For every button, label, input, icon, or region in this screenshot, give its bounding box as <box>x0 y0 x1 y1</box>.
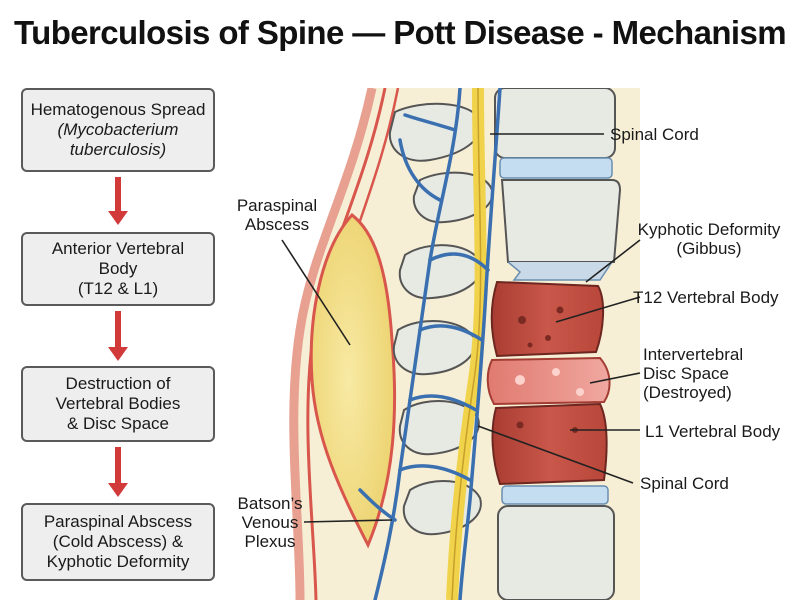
paraspinal-abscess-shape <box>309 212 397 549</box>
flow-step-hematogenous-spread: Hematogenous Spread (Mycobacterium tuber… <box>21 88 215 172</box>
flow-step-line: Destruction of <box>65 374 171 393</box>
flow-step-line: (Mycobacterium <box>57 120 179 139</box>
t12-vertebral-body <box>490 280 605 358</box>
flow-step-line: Paraspinal Abscess <box>43 512 193 531</box>
flow-step-line: (T12 & L1) <box>77 279 159 298</box>
destroyed-disc <box>486 356 611 406</box>
leader-line <box>585 239 641 283</box>
label-line: (Destroyed) <box>643 383 732 402</box>
label-l1-vertebral-body: L1 Vertebral Body <box>645 422 781 441</box>
flow-step-destruction: Destruction of Vertebral Bodies & Disc S… <box>21 366 215 442</box>
label-batsons-plexus: Batson’s Venous Plexus <box>230 494 310 551</box>
label-line: Batson’s <box>237 494 303 513</box>
label-t12-vertebral-body: T12 Vertebral Body <box>633 288 779 307</box>
label-line: Venous <box>241 513 299 532</box>
leader-line <box>555 296 641 323</box>
label-line: Kyphotic Deformity <box>637 220 781 239</box>
vertebral-body <box>500 179 622 263</box>
label-line: Intervertebral <box>643 345 744 364</box>
leader-line <box>589 372 641 384</box>
leader-line <box>281 239 351 346</box>
page-title: Tuberculosis of Spine — Pott Disease - M… <box>14 14 787 51</box>
flow-arrow-down <box>108 447 128 499</box>
flow-step-line: Kyphotic Deformity <box>46 552 190 571</box>
label-kyphotic-deformity: Kyphotic Deformity (Gibbus) <box>626 220 792 258</box>
flow-arrow-down <box>108 311 128 363</box>
intervertebral-disc <box>499 157 613 179</box>
vertebral-body <box>497 505 615 600</box>
label-line: Abscess <box>244 215 310 234</box>
label-line: Disc Space <box>643 364 729 383</box>
flow-step-line: Body <box>98 259 138 278</box>
label-line: Paraspinal <box>236 196 318 215</box>
label-spinal-cord-top: Spinal Cord <box>610 125 699 144</box>
l1-vertebral-body <box>491 402 608 486</box>
leader-line <box>303 519 393 523</box>
flow-step-line: Hematogenous Spread <box>30 100 206 119</box>
label-intervertebral-disc: Intervertebral Disc Space (Destroyed) <box>643 345 743 402</box>
flow-step-line: Anterior Vertebral <box>51 239 185 258</box>
batsons-venous-plexus <box>358 88 502 600</box>
vertebral-body <box>494 88 616 159</box>
flow-step-line: & Disc Space <box>66 414 170 433</box>
flow-step-line: tuberculosis) <box>69 140 167 159</box>
flow-step-line: Vertebral Bodies <box>55 394 181 413</box>
leader-line <box>477 425 634 484</box>
flow-step-line: (Cold Abscess) & <box>52 532 184 551</box>
label-line: (Gibbus) <box>676 239 742 258</box>
flow-step-anterior-vertebral-body: Anterior Vertebral Body (T12 & L1) <box>21 232 215 306</box>
spinous-process <box>398 244 482 300</box>
label-paraspinal-abscess: Paraspinal Abscess <box>232 196 322 234</box>
label-spinal-cord-bottom: Spinal Cord <box>640 474 729 493</box>
label-line: Plexus <box>244 532 296 551</box>
intervertebral-disc <box>501 485 609 505</box>
flow-step-paraspinal-abscess: Paraspinal Abscess (Cold Abscess) & Kyph… <box>21 503 215 581</box>
flow-arrow-down <box>108 177 128 227</box>
skin-layer <box>289 88 377 600</box>
